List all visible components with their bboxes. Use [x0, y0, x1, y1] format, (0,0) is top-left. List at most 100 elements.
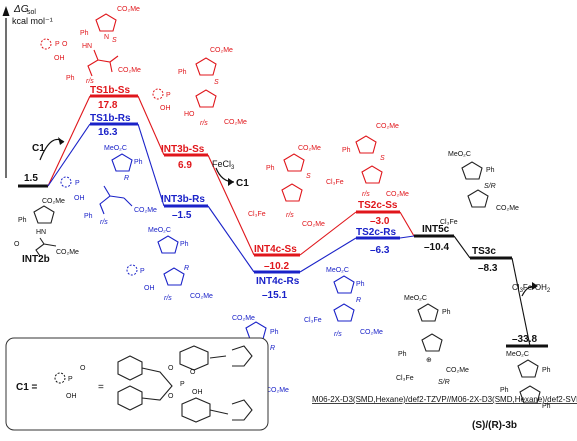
int2b-label: INT2b	[22, 254, 50, 265]
svg-text:HN: HN	[82, 43, 92, 50]
ts1b-rs-energy: 16.3	[98, 127, 118, 138]
svg-text:O: O	[80, 365, 86, 372]
svg-text:MeO₂C: MeO₂C	[448, 151, 471, 158]
product-label: (S)/(R)-3b	[472, 420, 517, 431]
y-axis-label-sub: sol	[27, 9, 36, 16]
ts3c-energy: –8.3	[478, 263, 498, 274]
product-energy: –33.8	[512, 334, 537, 345]
structure-product-3b: MeO₂C Ph Ph Ph	[500, 351, 551, 410]
structure-ts2c-rs: MeO₂C Ph R Cl₃Fe r/s CO₂Me	[304, 267, 383, 338]
ts2c-ss-energy: –3.0	[370, 216, 390, 227]
svg-text:CO₂Me: CO₂Me	[232, 315, 255, 322]
y-axis: ΔG sol kcal mol⁻¹	[2, 4, 53, 178]
svg-text:Ph: Ph	[66, 75, 75, 82]
int4c-rs-label: INT4c-Rs	[256, 276, 300, 287]
svg-text:P: P	[55, 41, 60, 48]
int3b-ss-energy: 6.9	[178, 160, 192, 171]
fecl3-label: FeCl3	[212, 159, 235, 171]
svg-text:r/s: r/s	[86, 78, 94, 85]
start-level: 1.5	[18, 173, 48, 188]
svg-text:CO₂Me: CO₂Me	[302, 221, 325, 228]
svg-text:Ph: Ph	[178, 69, 187, 76]
structure-int3b-ss: CO₂Me Ph S P OH HO r/s CO₂Me	[152, 47, 247, 127]
svg-text:Ph: Ph	[266, 165, 275, 172]
svg-text:S: S	[214, 79, 219, 86]
structure-ts1b-rs: MeO₂C Ph R P OH CO₂Me Ph r/s	[60, 145, 157, 226]
svg-text:R: R	[270, 345, 275, 352]
svg-text:OH: OH	[66, 393, 77, 400]
svg-text:CO₂Me: CO₂Me	[446, 367, 469, 374]
int3b-ss-label: INT3b-Ss	[161, 144, 205, 155]
fecl3-addition-arrow: FeCl3 C1	[212, 159, 249, 189]
svg-text:CO₂Me: CO₂Me	[190, 293, 213, 300]
svg-text:O: O	[168, 393, 174, 400]
ts1b-ss-label: TS1b-Ss	[90, 85, 130, 96]
blue-pathway	[47, 122, 415, 274]
int4c-ss-energy: –10.2	[264, 261, 289, 272]
svg-text:CO₂Me: CO₂Me	[360, 329, 383, 336]
svg-text:CO₂Me: CO₂Me	[224, 119, 247, 126]
ts1b-ss-energy: 17.8	[98, 100, 118, 111]
legend-c1-label: C1 =	[16, 382, 38, 393]
y-axis-unit: kcal mol⁻¹	[12, 16, 53, 26]
red-pathway	[47, 94, 415, 257]
svg-text:Ph: Ph	[180, 241, 189, 248]
svg-text:S: S	[306, 173, 311, 180]
svg-text:=: =	[98, 382, 104, 393]
svg-text:MeO₂C: MeO₂C	[104, 145, 127, 152]
svg-text:r/s: r/s	[100, 219, 108, 226]
svg-text:N: N	[104, 34, 109, 41]
svg-text:CO₂Me: CO₂Me	[496, 205, 519, 212]
structure-int4c-ss: CO₂Me Ph S Cl₃Fe r/s CO₂Me	[248, 145, 325, 228]
svg-text:CO₂Me: CO₂Me	[118, 67, 141, 74]
int4c-ss-label: INT4c-Ss	[254, 244, 297, 255]
int3b-rs-energy: –1.5	[172, 210, 192, 221]
black-pathway	[414, 234, 548, 348]
svg-text:S: S	[112, 37, 117, 44]
svg-text:P: P	[68, 376, 73, 383]
fe-release-label: Cl3Fe·OH2	[512, 283, 551, 294]
svg-text:Ph: Ph	[500, 387, 509, 394]
svg-text:OH: OH	[192, 389, 203, 396]
structure-int2b: CO₂Me Ph HN CO₂Me O	[14, 198, 79, 257]
structure-ts3c: MeO₂C Ph S/R CO₂Me Cl₃Fe	[440, 151, 519, 226]
svg-text:r/s: r/s	[334, 331, 342, 338]
svg-text:P: P	[75, 180, 80, 187]
svg-text:Ph: Ph	[356, 281, 365, 288]
svg-text:Ph: Ph	[270, 329, 279, 336]
svg-text:Cl₃Fe: Cl₃Fe	[396, 375, 414, 382]
structure-ts1b-ss: CO₂Me Ph N S P O HN OH CO₂Me Ph r/s	[40, 6, 141, 85]
svg-text:r/s: r/s	[200, 120, 208, 127]
ts2c-ss-label: TS2c-Ss	[358, 200, 398, 211]
svg-text:O: O	[62, 41, 68, 48]
svg-text:OH: OH	[160, 105, 171, 112]
svg-text:Ph: Ph	[442, 309, 451, 316]
y-axis-label: ΔG	[13, 4, 29, 15]
structure-ts2c-ss: CO₂Me Ph S Cl₃Fe r/s CO₂Me	[326, 123, 409, 198]
svg-text:S/R: S/R	[438, 379, 450, 386]
svg-text:Cl₃Fe: Cl₃Fe	[304, 317, 322, 324]
int5c-label: INT5c	[422, 224, 450, 235]
svg-text:Ph: Ph	[486, 167, 495, 174]
svg-text:CO₂Me: CO₂Me	[56, 249, 79, 256]
svg-text:CO₂Me: CO₂Me	[42, 198, 65, 205]
ts3c-label: TS3c	[472, 246, 496, 257]
start-energy: 1.5	[24, 173, 38, 184]
svg-text:R: R	[184, 265, 189, 272]
svg-text:CO₂Me: CO₂Me	[266, 387, 289, 394]
int3b-rs-label: INT3b-Rs	[161, 194, 205, 205]
svg-text:CO₂Me: CO₂Me	[134, 207, 157, 214]
svg-text:MeO₂C: MeO₂C	[404, 295, 427, 302]
svg-text:CO₂Me: CO₂Me	[210, 47, 233, 54]
svg-text:HO: HO	[184, 111, 195, 118]
svg-text:P: P	[166, 92, 171, 99]
svg-text:Cl₃Fe: Cl₃Fe	[326, 179, 344, 186]
svg-text:O: O	[168, 365, 174, 372]
svg-text:O: O	[190, 369, 196, 376]
svg-text:O: O	[14, 241, 20, 248]
svg-text:S/R: S/R	[484, 183, 496, 190]
svg-text:CO₂Me: CO₂Me	[298, 145, 321, 152]
svg-text:Ph: Ph	[18, 217, 27, 224]
method-caption: M06-2X-D3(SMD,Hexane)/def2-TZVP//M06-2X-…	[312, 395, 577, 404]
